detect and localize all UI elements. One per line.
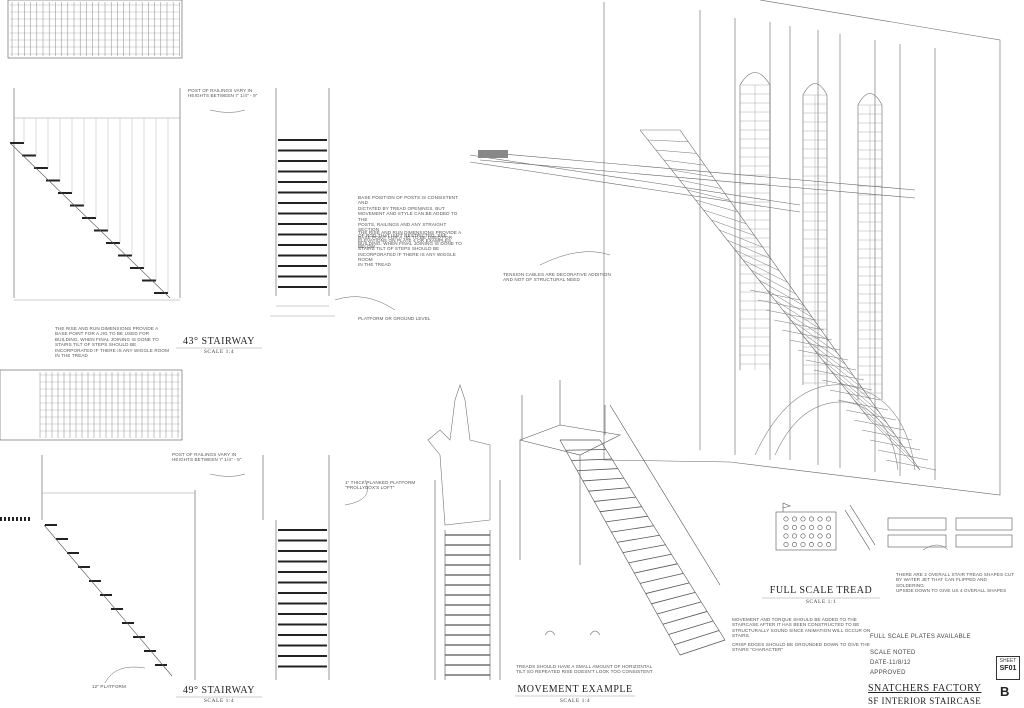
- stair49-scale: SCALE 1:4: [203, 698, 235, 704]
- drawing-date: DATE-11/8/12: [870, 660, 911, 666]
- stair49-title: 49° STAIRWAY: [183, 685, 255, 696]
- note-rise-run-left: THE RISE AND RUN DIMENSIONS PROVIDE A BA…: [55, 326, 170, 359]
- note-movement-torque: MOVEMENT AND TORQUE SHOULD BE ADDED TO T…: [732, 617, 871, 639]
- stair43-scale: SCALE 1:4: [203, 349, 235, 355]
- stair-49-elevation: [0, 455, 196, 680]
- leader-lines: [104, 109, 949, 684]
- movement-example-stairs: [427, 380, 726, 680]
- factory-interior-perspective: [469, 0, 1001, 496]
- tread-scale: SCALE 1:1: [805, 599, 837, 605]
- note-railing-height-top: POST OF RAILINGS VARY IN HEIGHTS BETWEEN…: [188, 88, 258, 99]
- tread-strip-top: [7, 0, 183, 59]
- project-subtitle: SF INTERIOR STAIRCASE: [868, 696, 982, 706]
- note-tension-cables: TENSION CABLES ARE DECORATIVE ADDITION A…: [503, 272, 611, 283]
- note-platform-ground: PLATFORM OR GROUND LEVEL: [358, 316, 431, 321]
- sheet-box: SHEET SF01: [996, 656, 1020, 680]
- tread-strip-middle: [0, 369, 183, 441]
- note-rise-run-right: THE RISE AND RUN DIMENSIONS PROVIDE A BA…: [358, 230, 462, 268]
- note-base-position: BASE POSITION OF POSTS IS CONSISTENT AND…: [358, 195, 459, 249]
- stair-49-front: [262, 455, 330, 680]
- note-12-platform: 12" PLATFORM: [92, 684, 126, 689]
- plates-available: FULL SCALE PLATES AVAILABLE: [870, 634, 971, 640]
- revision-letter: B: [1000, 684, 1010, 699]
- note-planked-platform: 1" THICK PLANKED PLATFORM "PROLLYBOX'S L…: [345, 480, 416, 491]
- sheet-label: SHEET: [999, 658, 1017, 664]
- full-scale-tread: [775, 502, 1013, 551]
- note-crisp-edges: CRISP EDGES SHOULD BE GROUNDED DOWN TO G…: [732, 642, 870, 653]
- note-treads-tilt: TREADS SHOULD HAVE A SMALL AMOUNT OF HOR…: [516, 664, 653, 675]
- stair-43-front: [270, 88, 335, 317]
- project-title: SNATCHERS FACTORY: [868, 683, 982, 694]
- stair-43-elevation: [9, 88, 181, 301]
- movement-scale: SCALE 1:4: [559, 698, 591, 704]
- stair43-title: 43° STAIRWAY: [183, 336, 255, 347]
- tread-title: FULL SCALE TREAD: [769, 585, 873, 596]
- note-tread-shapes: THERE ARE 2 OVERALL STAIR TREAD SHAPES C…: [896, 572, 1015, 594]
- note-railing-height-bottom: POST OF RAILINGS VARY IN HEIGHTS BETWEEN…: [172, 452, 242, 463]
- movement-title: MOVEMENT EXAMPLE: [517, 684, 633, 695]
- approved-label: APPROVED: [870, 670, 906, 676]
- sheet-number: SF01: [999, 665, 1017, 672]
- scale-noted: SCALE NOTED: [870, 650, 916, 656]
